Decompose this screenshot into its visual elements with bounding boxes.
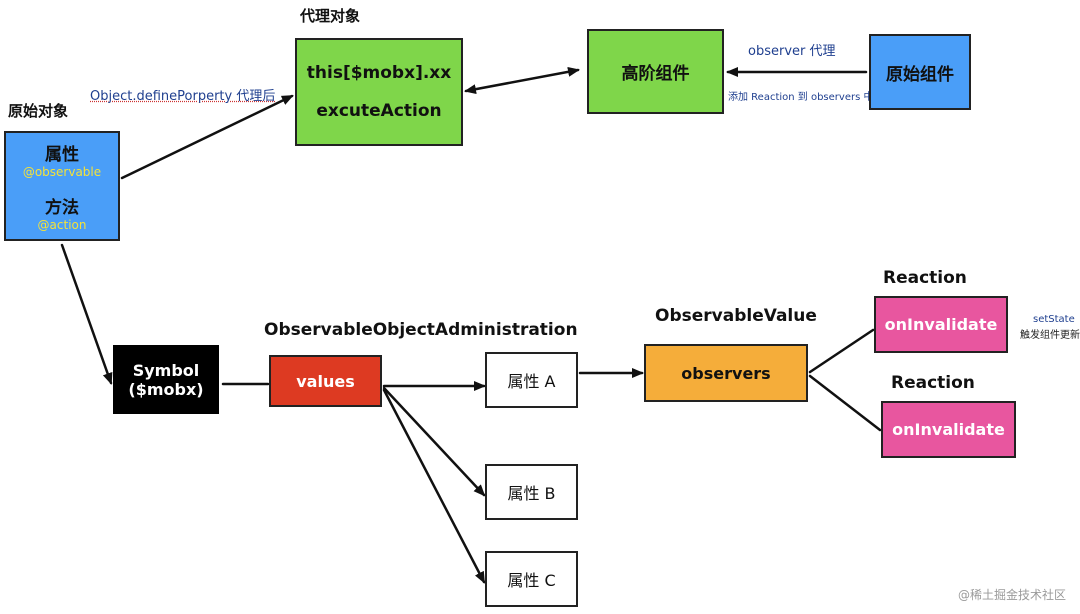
attr-a-text: 属性 A [507, 372, 556, 391]
symbol-line-2: ($mobx) [128, 379, 204, 399]
observers-text: observers [681, 363, 771, 383]
method-text: 方法 [45, 198, 79, 218]
arrow-original-to-proxy [120, 94, 294, 180]
symbol-box: Symbol ($mobx) [113, 345, 219, 414]
original-component-box: 原始组件 [869, 34, 971, 110]
add-reaction-note: 添加 Reaction 到 observers 中 [728, 92, 874, 103]
values-text: values [296, 371, 355, 391]
proxy-line-2: excuteAction [316, 101, 442, 121]
observers-box: observers [644, 344, 808, 402]
arrow-values-to-attr-c [382, 388, 486, 584]
attr-c-text: 属性 C [507, 571, 556, 590]
attr-text: 属性 [45, 145, 79, 165]
hoc-box: 高阶组件 [587, 29, 724, 114]
trigger-update-note: 触发组件更新 [1020, 330, 1080, 341]
original-object-box: 属性 @observable 方法 @action [4, 131, 120, 241]
attr-b-text: 属性 B [507, 484, 556, 503]
observable-object-admin-label: ObservableObjectAdministration [264, 320, 578, 340]
hoc-text: 高阶组件 [621, 64, 690, 84]
define-property-note: Object.definePorperty 代理后 [90, 89, 276, 104]
on-invalidate-box-2: onInvalidate [881, 401, 1016, 458]
observable-value-label: ObservableValue [655, 306, 817, 326]
link-observers-to-reaction-2 [808, 374, 882, 432]
arrow-original-to-symbol [60, 243, 113, 385]
reaction-label-1: Reaction [883, 268, 967, 288]
observable-decorator: @observable [22, 165, 102, 179]
on-invalidate-text-2: onInvalidate [892, 420, 1005, 439]
set-state-note: setState [1033, 314, 1075, 325]
symbol-line-1: Symbol [132, 360, 200, 380]
proxy-line-1: this[$mobx].xx [306, 63, 452, 83]
proxy-object-label: 代理对象 [300, 7, 361, 25]
values-box: values [269, 355, 382, 407]
link-observers-to-reaction-1 [808, 328, 875, 374]
watermark: @稀土掘金技术社区 [958, 588, 1067, 602]
attr-a-box: 属性 A [485, 352, 578, 408]
reaction-label-2: Reaction [891, 373, 975, 393]
original-component-text: 原始组件 [886, 64, 954, 85]
proxy-object-box: this[$mobx].xx excuteAction [295, 38, 463, 146]
on-invalidate-text-1: onInvalidate [884, 315, 998, 334]
attr-b-box: 属性 B [485, 464, 578, 520]
observer-proxy-note: observer 代理 [748, 44, 836, 59]
action-decorator: @action [37, 218, 87, 232]
attr-c-box: 属性 C [485, 551, 578, 607]
on-invalidate-box-1: onInvalidate [874, 296, 1008, 353]
arrow-proxy-hoc [464, 66, 580, 95]
arrow-values-to-attr-b [382, 386, 486, 497]
original-object-label: 原始对象 [8, 102, 69, 120]
